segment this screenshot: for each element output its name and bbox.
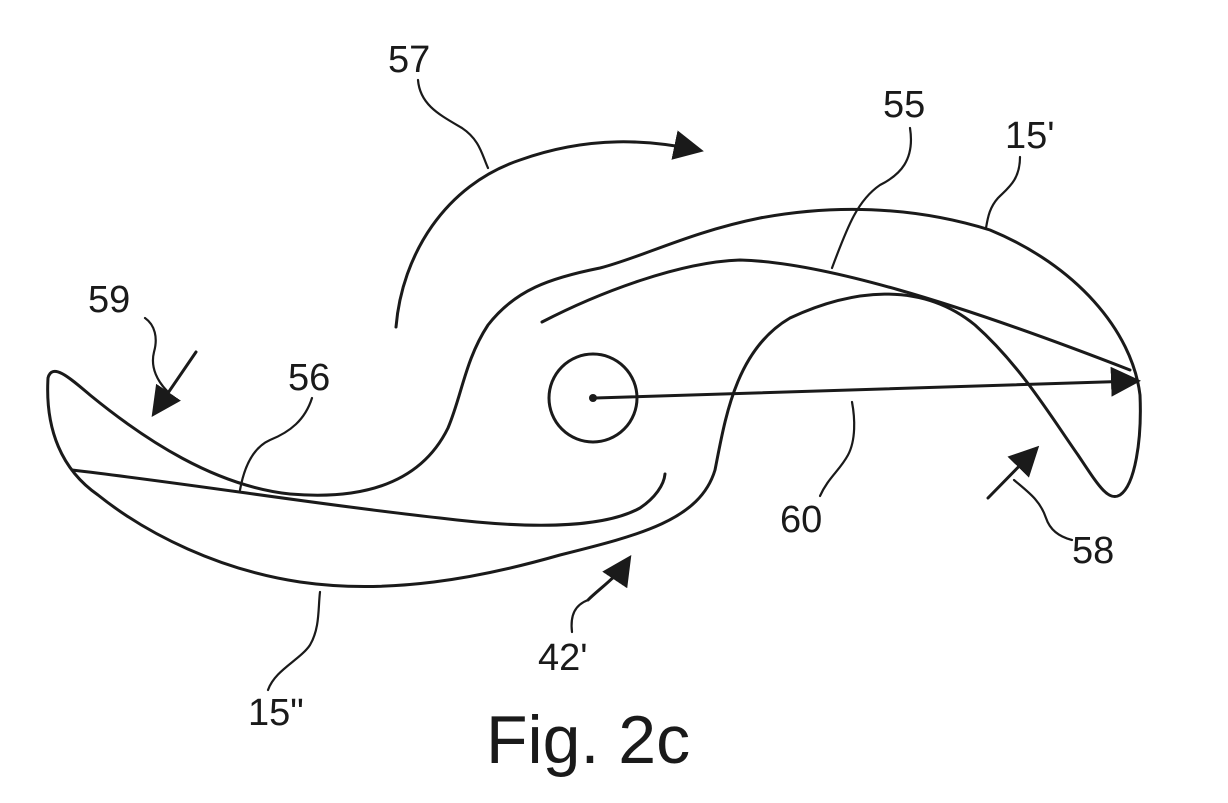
cutting-edge-56 (72, 470, 665, 525)
label-55: 55 (883, 84, 925, 126)
leader-42-prime (572, 600, 588, 632)
label-59: 59 (88, 279, 130, 321)
radius-arrow-60 (595, 381, 1135, 398)
label-58: 58 (1072, 530, 1114, 572)
cutting-edge-55 (542, 260, 1130, 370)
leader-57 (418, 80, 488, 168)
label-15-prime: 15' (1005, 115, 1055, 157)
leader-60 (820, 402, 854, 496)
leader-15-prime (986, 157, 1020, 228)
figure-caption: Fig. 2c (486, 702, 690, 778)
label-60: 60 (780, 499, 822, 541)
force-arrow-59 (155, 352, 196, 412)
label-57: 57 (388, 39, 430, 81)
leader-15-double-prime (268, 592, 320, 690)
leader-59 (145, 318, 168, 392)
leader-58 (1014, 480, 1072, 540)
rotation-arrow-57 (396, 142, 698, 327)
leader-55 (832, 128, 911, 268)
label-15-double-prime: 15" (248, 692, 304, 734)
leader-56 (240, 398, 312, 490)
label-56: 56 (288, 357, 330, 399)
arrow-42-prime (588, 560, 628, 600)
label-42-prime: 42' (538, 637, 588, 679)
